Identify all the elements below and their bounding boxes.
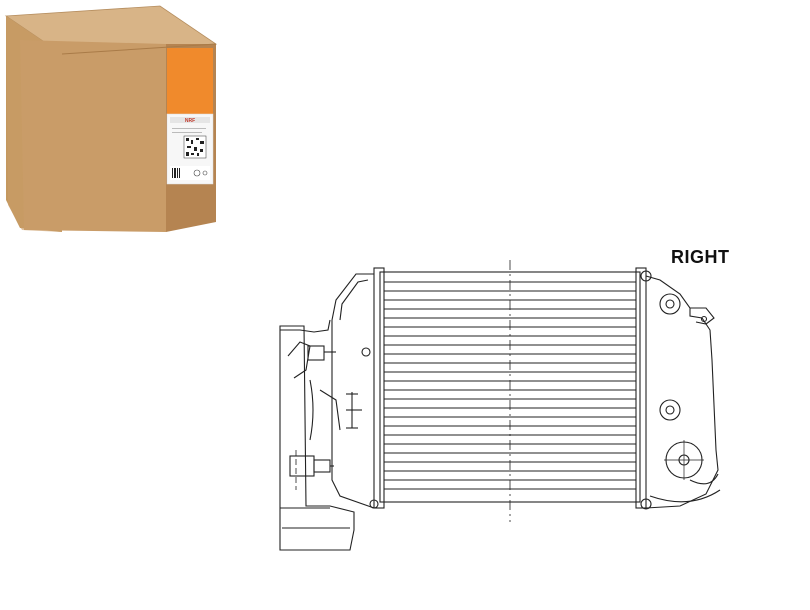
- product-box-image: NRF: [4, 5, 218, 232]
- intercooler-line-drawing: [279, 260, 721, 551]
- box-label-brand: NRF: [185, 118, 195, 124]
- side-label: RIGHT: [671, 247, 730, 267]
